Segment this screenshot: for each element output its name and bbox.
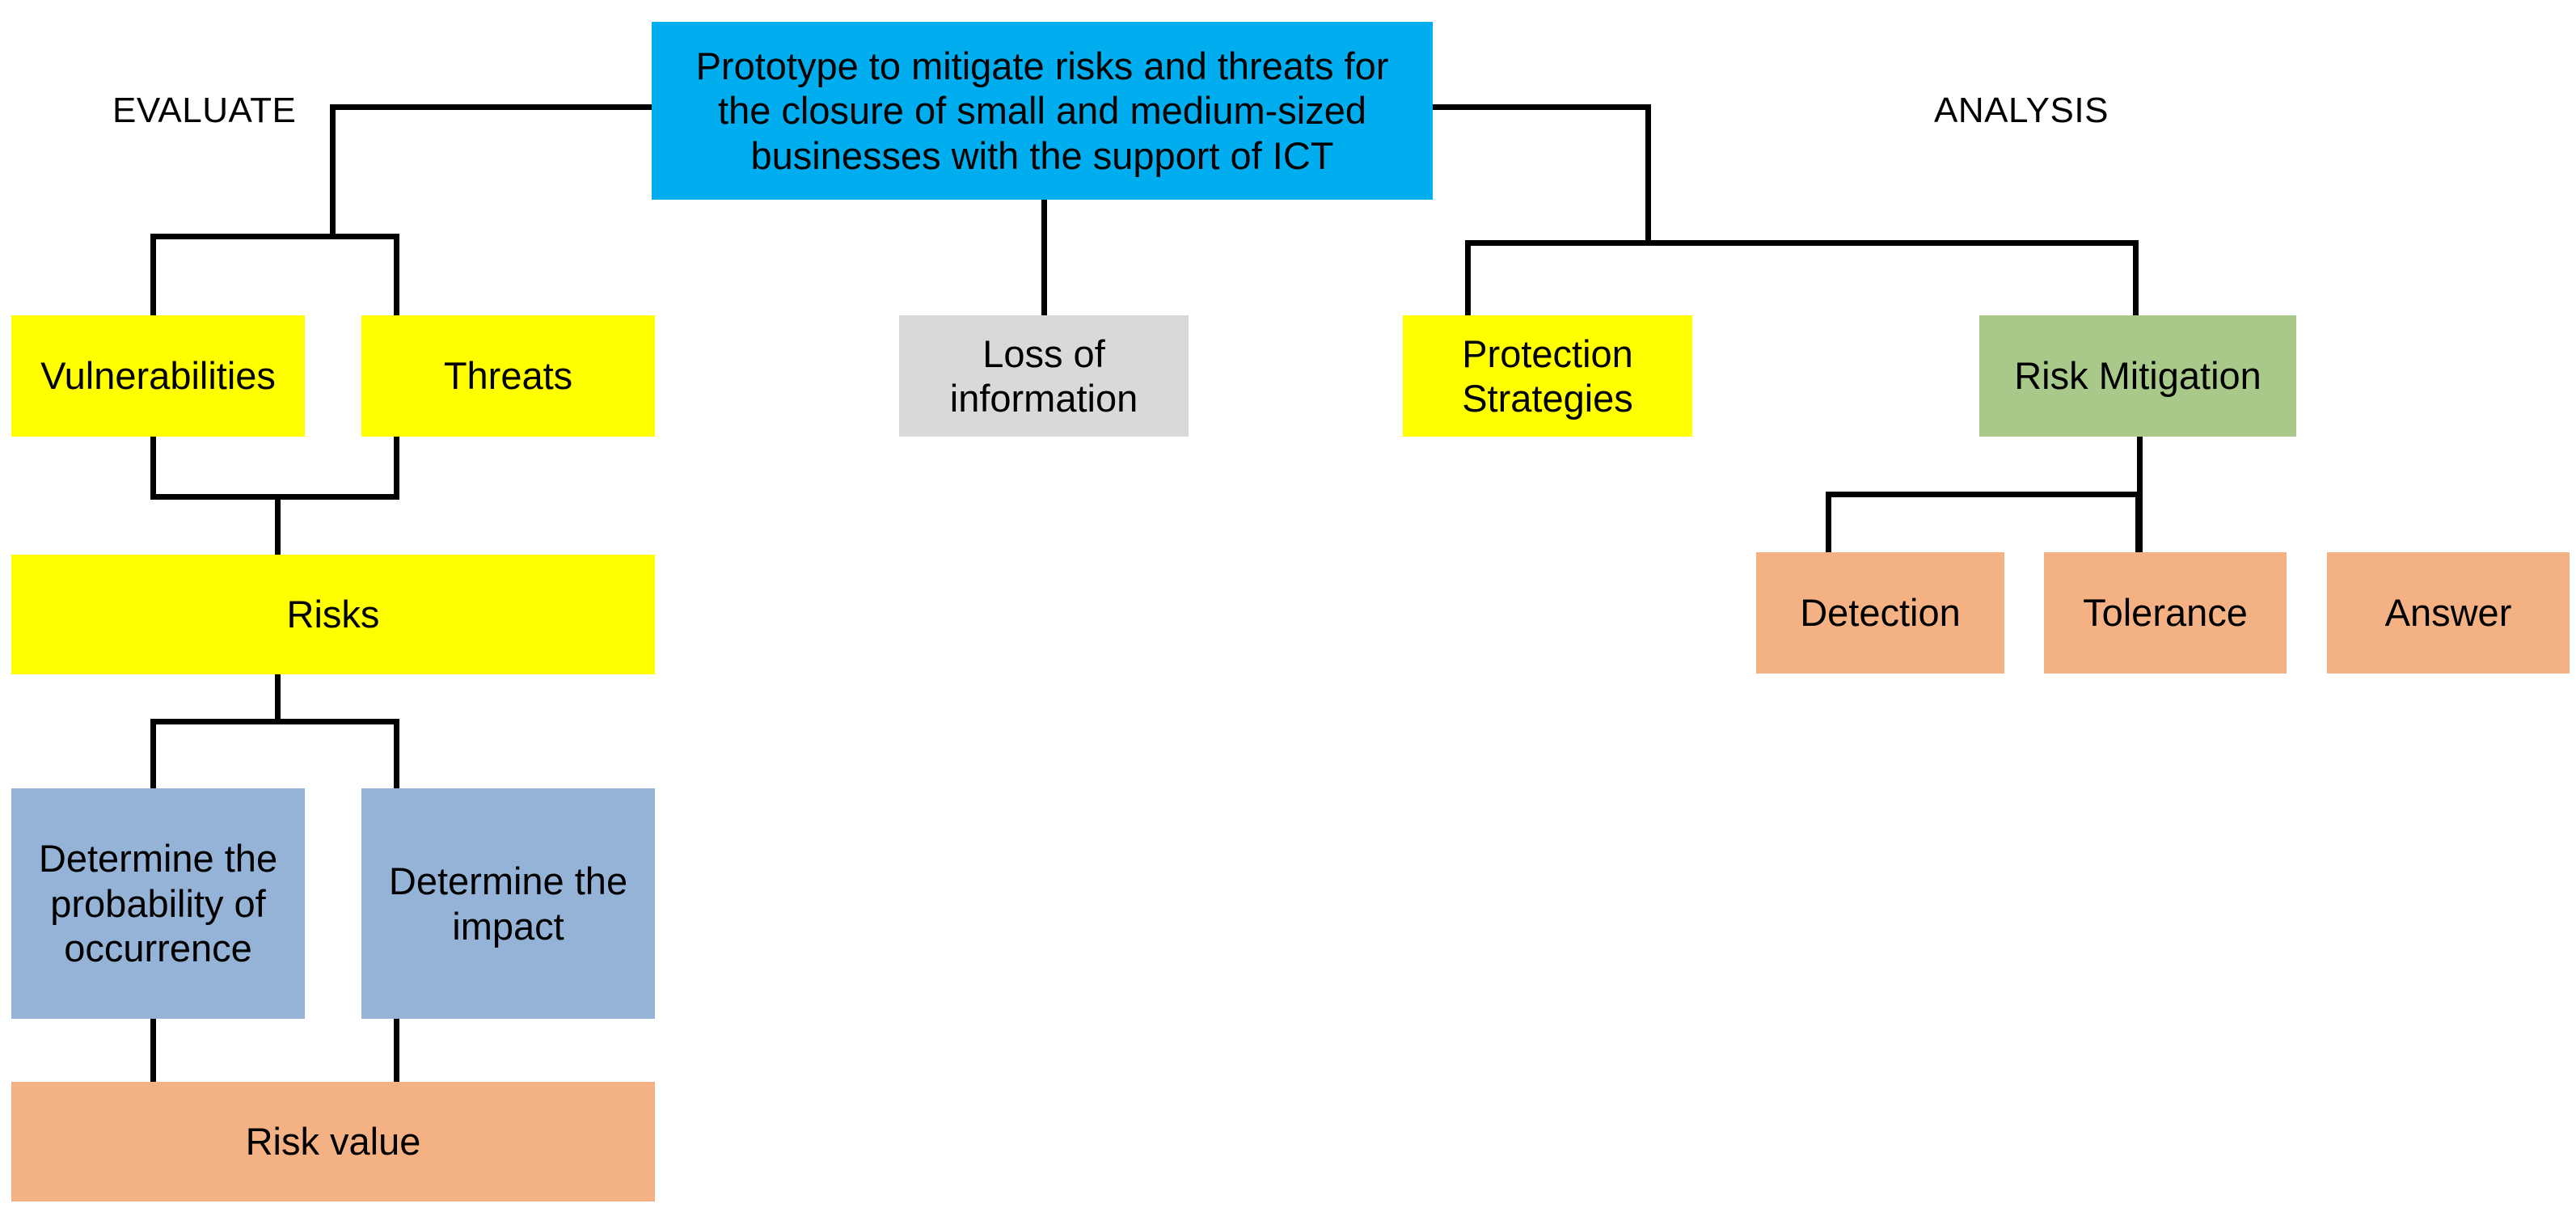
connector-risks-down xyxy=(275,674,281,724)
connector-to-risk-mitigation xyxy=(2133,240,2139,318)
node-determine-probability-label: Determine the probability of occurrence xyxy=(38,837,278,970)
node-determine-impact-label: Determine the impact xyxy=(388,859,628,948)
connector-to-determine-probability xyxy=(150,719,156,790)
connector-to-vulnerabilities xyxy=(150,234,156,318)
connector-merge-to-risks xyxy=(275,494,281,555)
connector-analysis-fork-bar xyxy=(1465,240,2139,246)
node-root-label: Prototype to mitigate risks and threats … xyxy=(695,44,1389,177)
connector-root-left-horizontal xyxy=(330,104,653,110)
node-risk-value[interactable]: Risk value xyxy=(11,1082,655,1202)
node-loss-of-information[interactable]: Loss of information xyxy=(899,315,1189,437)
connector-evaluate-spine xyxy=(330,104,336,237)
connector-to-answer xyxy=(2135,492,2141,555)
connector-root-right-horizontal xyxy=(1433,104,1651,110)
node-answer-label: Answer xyxy=(2384,591,2512,635)
node-risks-label: Risks xyxy=(286,593,380,636)
node-vulnerabilities-label: Vulnerabilities xyxy=(40,354,276,398)
node-loss-of-information-label: Loss of information xyxy=(949,332,1138,420)
connector-analysis-spine xyxy=(1645,104,1651,243)
connector-to-protection-strategies xyxy=(1465,240,1471,318)
connector-threats-down xyxy=(394,435,399,500)
node-detection-label: Detection xyxy=(1800,591,1961,635)
node-risk-mitigation-label: Risk Mitigation xyxy=(2014,354,2261,398)
connector-risks-fork-bar xyxy=(150,719,399,724)
node-risk-value-label: Risk value xyxy=(245,1120,421,1164)
branch-label-evaluate: EVALUATE xyxy=(112,91,297,130)
connector-determine-impact-down xyxy=(394,1017,399,1092)
branch-label-analysis: ANALYSIS xyxy=(1934,91,2109,130)
node-tolerance[interactable]: Tolerance xyxy=(2044,552,2287,674)
node-tolerance-label: Tolerance xyxy=(2083,591,2248,635)
node-protection-strategies-label: Protection Strategies xyxy=(1462,332,1633,420)
node-risks[interactable]: Risks xyxy=(11,555,655,674)
connector-risk-mitigation-down xyxy=(2137,435,2143,496)
connector-to-determine-impact xyxy=(394,719,399,790)
node-answer[interactable]: Answer xyxy=(2327,552,2570,674)
node-threats-label: Threats xyxy=(443,354,573,398)
node-root[interactable]: Prototype to mitigate risks and threats … xyxy=(652,22,1433,200)
node-risk-mitigation[interactable]: Risk Mitigation xyxy=(1979,315,2296,437)
node-determine-probability[interactable]: Determine the probability of occurrence xyxy=(11,788,305,1019)
node-protection-strategies[interactable]: Protection Strategies xyxy=(1403,315,1692,437)
connector-determine-probability-down xyxy=(150,1017,156,1092)
connector-mitigation-fork-bar xyxy=(1826,492,2141,497)
connector-to-detection xyxy=(1826,492,1831,555)
connector-to-threats xyxy=(394,234,399,318)
connector-vulnerabilities-down xyxy=(150,435,156,500)
node-threats[interactable]: Threats xyxy=(361,315,655,437)
connector-root-to-loss xyxy=(1041,200,1047,317)
connector-evaluate-fork-bar xyxy=(150,234,399,239)
node-determine-impact[interactable]: Determine the impact xyxy=(361,788,655,1019)
node-detection[interactable]: Detection xyxy=(1756,552,2004,674)
node-vulnerabilities[interactable]: Vulnerabilities xyxy=(11,315,305,437)
